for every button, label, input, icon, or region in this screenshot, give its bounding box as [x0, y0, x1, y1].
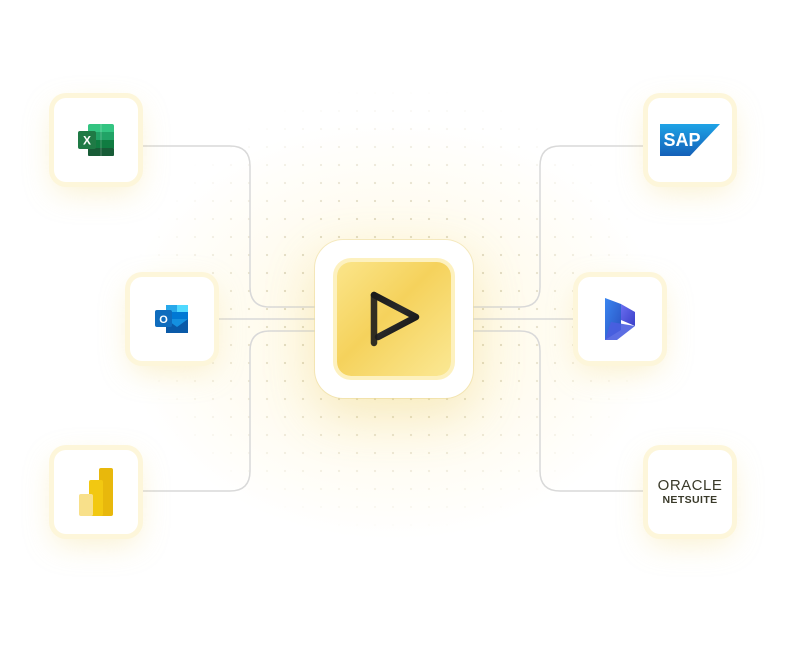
- dynamics-icon: [605, 298, 635, 340]
- excel-tile[interactable]: X: [54, 98, 138, 182]
- connector-excel: [138, 145, 340, 308]
- sap-icon: SAP: [660, 124, 720, 156]
- netsuite-tile[interactable]: ORACLE NETSUITE: [648, 450, 732, 534]
- connector-powerbi: [138, 330, 340, 492]
- sap-tile[interactable]: SAP: [648, 98, 732, 182]
- hub-tile[interactable]: [315, 240, 473, 398]
- netsuite-wordmark: NETSUITE: [662, 494, 718, 507]
- oracle-netsuite-logo: ORACLE NETSUITE: [658, 478, 723, 506]
- connector-netsuite: [450, 330, 648, 492]
- outlook-glyph: O: [159, 314, 168, 326]
- play-logo-icon: [370, 291, 420, 347]
- outlook-tile[interactable]: O: [130, 277, 214, 361]
- excel-glyph: X: [83, 134, 91, 148]
- dynamics-tile[interactable]: [578, 277, 662, 361]
- powerbi-tile[interactable]: [54, 450, 138, 534]
- hub-logo-panel: [337, 262, 451, 376]
- connector-sap: [450, 145, 648, 308]
- oracle-wordmark: ORACLE: [657, 477, 723, 495]
- outlook-icon: O: [155, 305, 188, 333]
- excel-icon: X: [78, 124, 114, 156]
- sap-wordmark: SAP: [663, 130, 700, 150]
- powerbi-icon: [79, 468, 113, 516]
